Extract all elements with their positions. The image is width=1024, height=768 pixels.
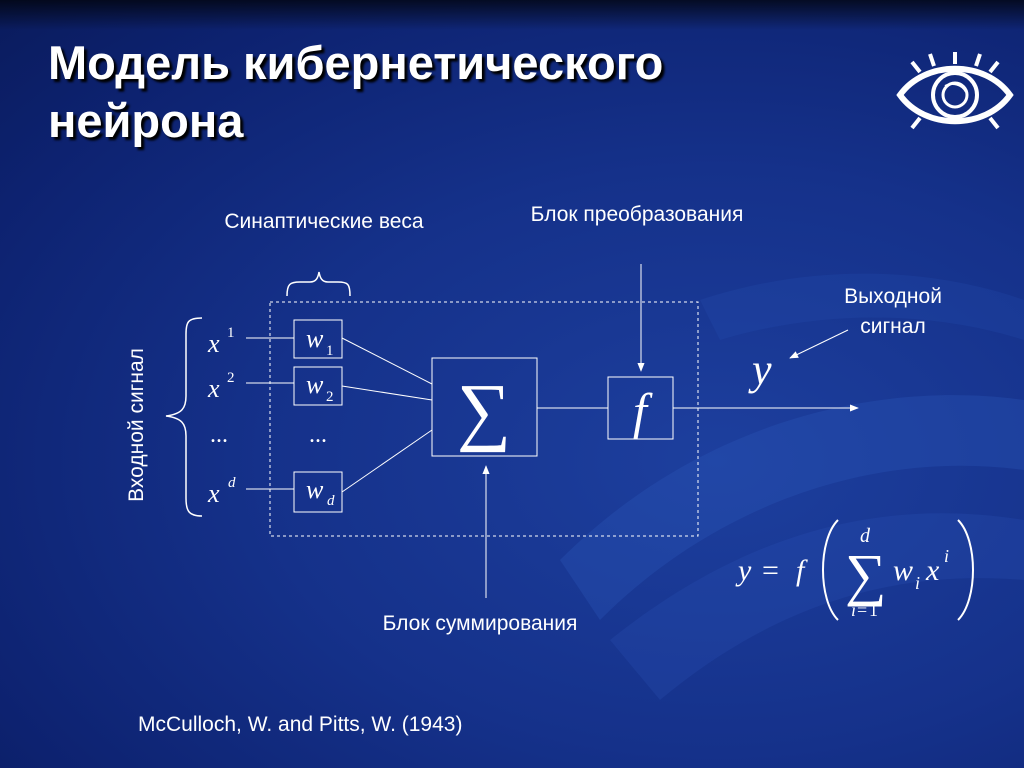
svg-text:2: 2 — [227, 370, 235, 386]
svg-text:...: ... — [309, 422, 327, 448]
svg-text:x: x — [207, 479, 220, 508]
eye-logo-icon — [896, 52, 1014, 130]
svg-text:y: y — [735, 554, 752, 587]
neuron-formula: y = f d ∑ i = 1 w i x i — [735, 519, 974, 621]
svg-text:f: f — [796, 554, 808, 587]
activation-block: f — [607, 376, 674, 440]
svg-text:i: i — [915, 573, 920, 593]
svg-text:=: = — [762, 554, 779, 587]
svg-text:2: 2 — [326, 389, 334, 405]
svg-text:...: ... — [210, 422, 228, 448]
weight-w1: w 1 — [293, 319, 343, 359]
citation: McCulloch, W. and Pitts, W. (1943) — [138, 713, 463, 736]
svg-text:d: d — [228, 475, 236, 491]
input-x1: x 1 — [207, 325, 235, 358]
sum-block-label: Блок суммирования — [382, 612, 578, 635]
svg-text:w: w — [306, 370, 324, 399]
input-brace — [165, 317, 203, 517]
neuron-boundary — [269, 301, 699, 537]
output-signal-label: Выходной сигнал — [844, 285, 942, 338]
svg-text:1: 1 — [869, 600, 878, 620]
weights-brace — [286, 271, 351, 297]
svg-text:f: f — [633, 383, 653, 439]
svg-text:i: i — [944, 546, 949, 566]
transform-block-label: Блок преобразования — [530, 203, 744, 226]
svg-text:w: w — [306, 475, 324, 504]
svg-text:w: w — [306, 324, 324, 353]
svg-text:w: w — [893, 554, 913, 587]
input-ellipsis: ... — [210, 422, 228, 448]
svg-text:x: x — [925, 554, 940, 587]
output-pointer — [789, 329, 849, 359]
svg-text:∑: ∑ — [457, 369, 511, 453]
output-y: y — [748, 345, 772, 394]
synaptic-weights-label: Синаптические веса — [224, 210, 424, 233]
slide-title: Модель кибернетического нейрона — [48, 36, 664, 147]
svg-text:=: = — [857, 600, 867, 620]
svg-text:d: d — [860, 525, 871, 547]
summation-block: ∑ — [431, 357, 538, 457]
svg-text:d: d — [327, 493, 335, 509]
svg-text:i: i — [851, 600, 856, 620]
svg-text:1: 1 — [326, 343, 334, 359]
weight-ellipsis: ... — [309, 422, 327, 448]
input-xd: x d — [207, 475, 236, 508]
svg-text:∑: ∑ — [845, 542, 886, 607]
weight-wd: w d — [293, 471, 343, 513]
svg-text:x: x — [207, 374, 220, 403]
input-x2: x 2 — [207, 370, 235, 403]
svg-text:x: x — [207, 329, 220, 358]
weight-w2: w 2 — [293, 366, 343, 406]
svg-text:1: 1 — [227, 325, 235, 341]
